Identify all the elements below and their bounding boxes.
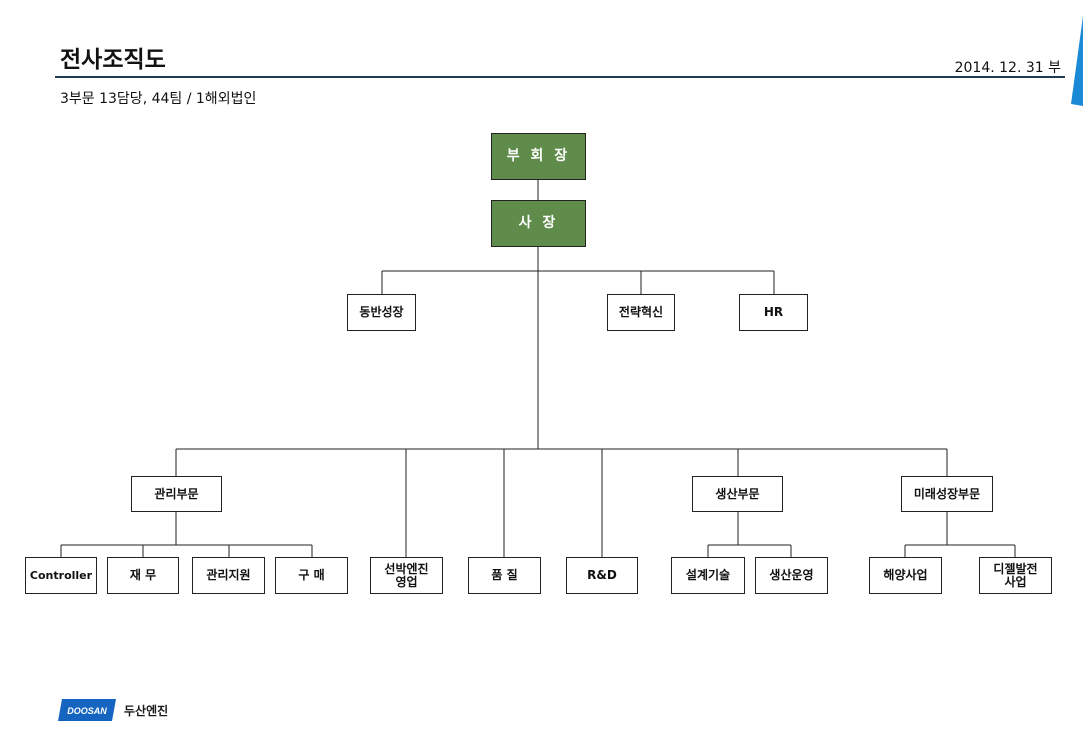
finance-team-box: 재 무 [107, 557, 179, 594]
president-box: 사 장 [491, 200, 586, 247]
vice-chairman-box: 부 회 장 [491, 133, 586, 180]
company-logo: DOOSAN 두산엔진 [58, 699, 168, 721]
company-name: 두산엔진 [124, 703, 169, 718]
controller-team-box: Controller [25, 557, 97, 594]
reference-date: 2014. 12. 31 부 [954, 60, 1061, 76]
admin-support-team-box: 관리지원 [192, 557, 265, 594]
production-division-box: 생산부문 [692, 476, 783, 512]
shared-growth-box: 동반성장 [347, 294, 416, 331]
strategy-innovation-box: 전략혁신 [607, 294, 675, 331]
offshore-business-box: 해양사업 [869, 557, 942, 594]
header-rule [55, 76, 1065, 78]
logo-mark-text: DOOSAN [67, 706, 107, 716]
doosan-logo-mark: DOOSAN [58, 699, 116, 721]
corner-accent-shape [1071, 16, 1083, 106]
rnd-team-box: R&D [566, 557, 638, 594]
purchasing-team-box: 구 매 [275, 557, 348, 594]
management-division-box: 관리부문 [131, 476, 222, 512]
hr-box: HR [739, 294, 808, 331]
marine-engine-sales-box: 선박엔진 영업 [370, 557, 443, 594]
org-summary: 3부문 13담당, 44팀 / 1해외법인 [60, 91, 257, 107]
diesel-power-business-box: 디젤발전 사업 [979, 557, 1052, 594]
page-title: 전사조직도 [60, 47, 166, 73]
production-operations-team-box: 생산운영 [755, 557, 828, 594]
design-tech-team-box: 설계기술 [671, 557, 745, 594]
quality-team-box: 품 질 [468, 557, 541, 594]
future-growth-division-box: 미래성장부문 [901, 476, 993, 512]
